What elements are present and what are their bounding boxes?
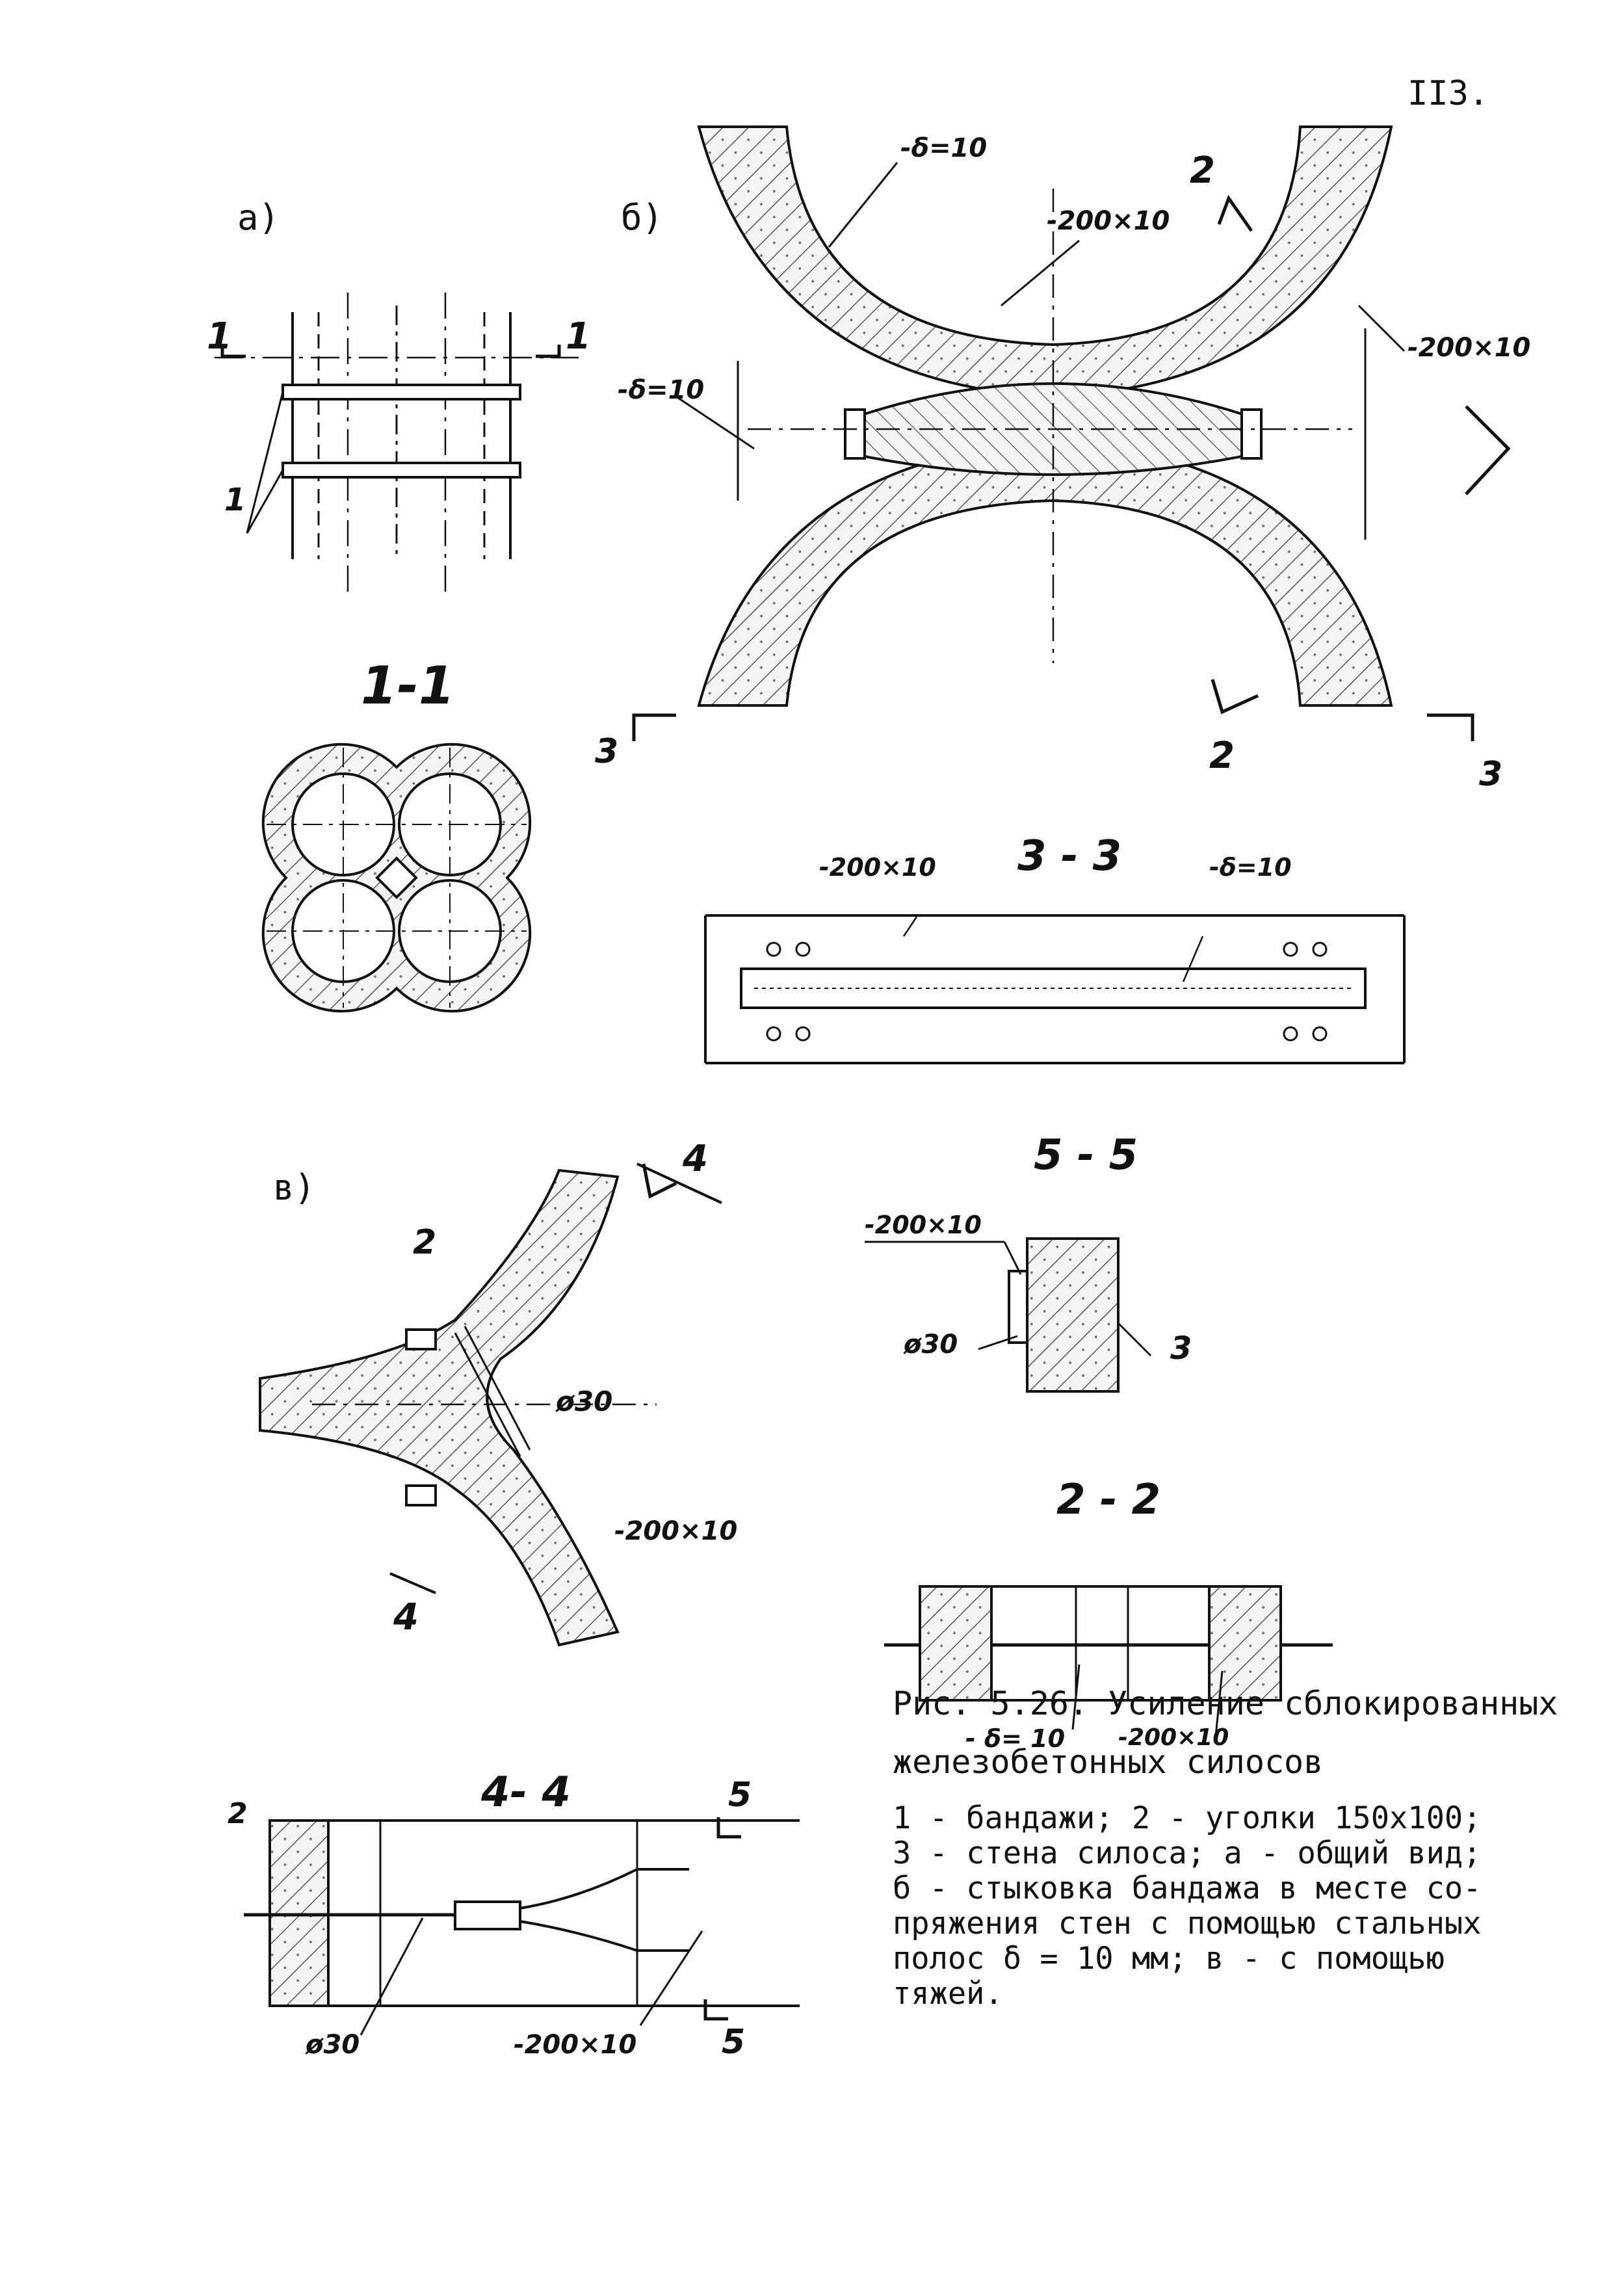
band-mark-1: 1 xyxy=(224,482,246,518)
view-a-general xyxy=(215,293,579,592)
wall-mark-3: 3 xyxy=(1170,1330,1192,1367)
cut-mark-5-top: 5 xyxy=(728,1776,752,1815)
section-title-1-1: 1-1 xyxy=(361,655,455,716)
panel-label-v: в) xyxy=(273,1167,316,1208)
section-3-3 xyxy=(704,914,1406,1064)
panel-label-a: а) xyxy=(237,197,280,238)
section-title-5-5: 5 - 5 xyxy=(1034,1131,1138,1179)
dim-delta-22: - δ= 10 xyxy=(965,1724,1066,1753)
cut-mark-1-right: 1 xyxy=(566,315,591,358)
dim-strip-b-center: -200×10 xyxy=(1047,206,1170,236)
figure-caption-title: Рис. 5.26. Усиление сблокированных желез… xyxy=(893,1674,1608,1791)
cut-mark-4-bottom: 4 xyxy=(393,1596,419,1638)
dim-strip-44: -200×10 xyxy=(514,2030,637,2060)
cut-mark-4-top: 4 xyxy=(683,1138,708,1180)
page-number: II3. xyxy=(1408,74,1489,113)
section-title-3-3: 3 - 3 xyxy=(1017,832,1122,880)
dim-diam-44: ø30 xyxy=(306,2030,360,2060)
cut-mark-5-bottom: 5 xyxy=(722,2023,746,2062)
dim-delta-b-top: -δ=10 xyxy=(900,133,988,163)
view-b-junction xyxy=(632,125,1511,741)
legend-line-1: 1 - бандажи; 2 - уголки 150х100; xyxy=(893,1800,1482,1836)
legend-line-4: пряжения стен с помощью стальных xyxy=(893,1906,1482,1941)
section-title-2-2: 2 - 2 xyxy=(1056,1476,1161,1524)
caption-title-line-1: Рис. 5.26. Усиление сблокированных xyxy=(893,1685,1558,1722)
cut-mark-3-right: 3 xyxy=(1479,755,1503,794)
dim-diam-55: ø30 xyxy=(904,1330,958,1360)
angle-mark-2-v: 2 xyxy=(413,1223,437,1262)
section-4-4 xyxy=(244,1817,800,2036)
dim-delta-b-left: -δ=10 xyxy=(618,375,705,405)
panel-label-b: б) xyxy=(621,197,664,238)
cut-mark-1-left: 1 xyxy=(207,315,232,358)
legend-line-6: тяжей. xyxy=(893,1976,1003,2012)
dim-strip-v: -200×10 xyxy=(614,1516,738,1546)
cut-mark-3-left: 3 xyxy=(595,732,619,771)
figure-caption-legend: 1 - бандажи; 2 - уголки 150х100; 3 - сте… xyxy=(893,1801,1614,2012)
section-1-1-plan xyxy=(261,743,532,1013)
legend-line-3: б - стыковка бандажа в месте со- xyxy=(893,1871,1482,1906)
section-title-4-4: 4- 4 xyxy=(481,1769,571,1817)
legend-line-5: полос δ = 10 мм; в - с помощью xyxy=(893,1941,1445,1977)
dim-strip-33: -200×10 xyxy=(819,853,936,882)
dim-strip-b-right: -200×10 xyxy=(1408,333,1531,363)
dim-diam-v: ø30 xyxy=(556,1386,613,1417)
angle-mark-2-44: 2 xyxy=(228,1797,248,1830)
dim-strip-22: -200×10 xyxy=(1118,1724,1229,1751)
legend-line-2: 3 - стена силоса; а - общий вид; xyxy=(893,1835,1482,1871)
section-5-5 xyxy=(865,1237,1152,1393)
cut-mark-2-bottom: 2 xyxy=(1209,735,1235,777)
dim-delta-33: -δ=10 xyxy=(1209,853,1292,882)
caption-title-line-2: железобетонных силосов xyxy=(893,1743,1324,1781)
view-v-tierods xyxy=(259,1163,722,1647)
dim-strip-55: -200×10 xyxy=(865,1211,982,1239)
cut-mark-2-top: 2 xyxy=(1190,150,1215,192)
section-2-2 xyxy=(884,1585,1333,1737)
